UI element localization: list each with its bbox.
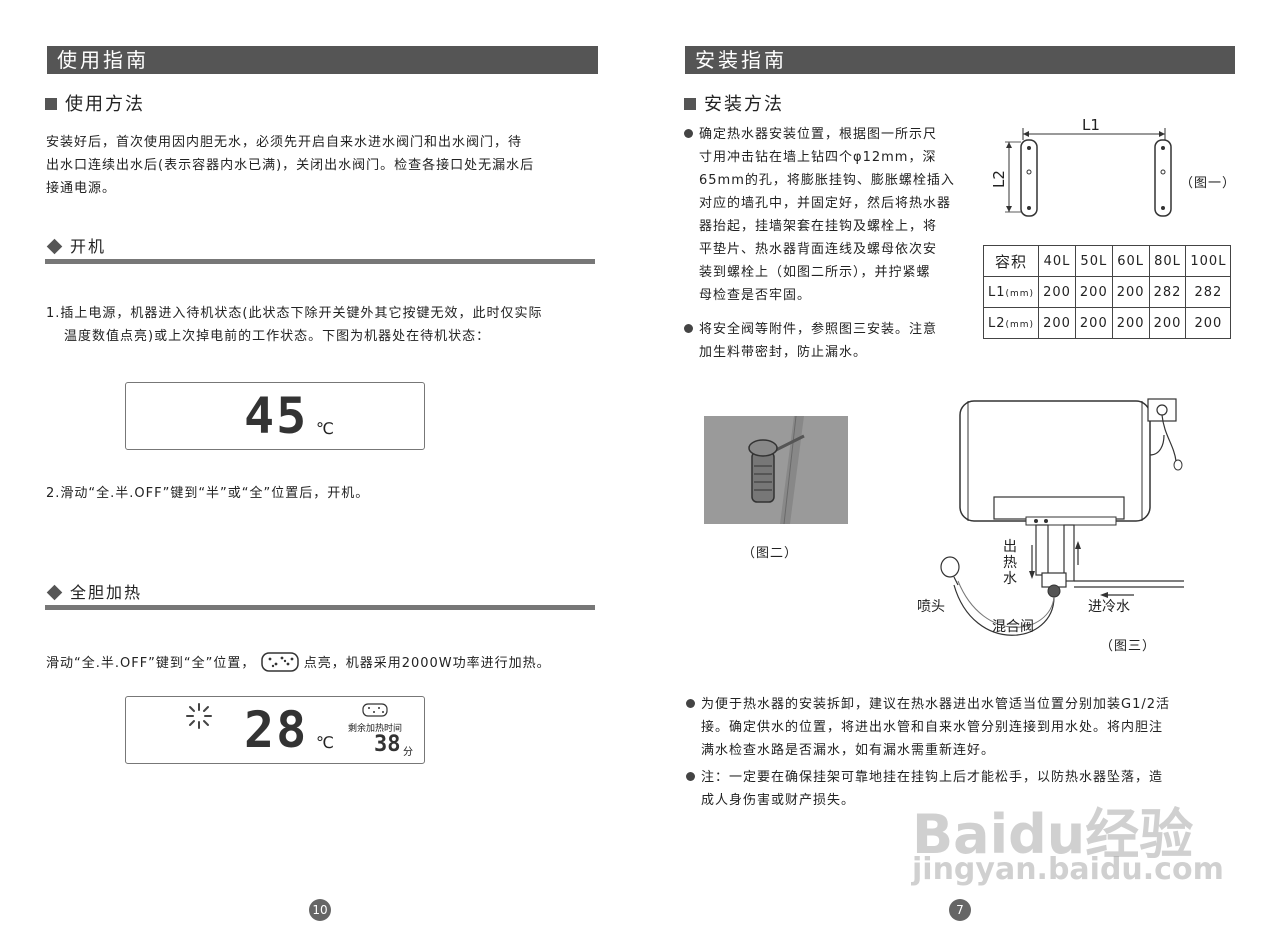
table-cell: 200 <box>1111 276 1150 308</box>
table-header-cell: 容积 <box>982 245 1040 277</box>
power-on-step2: 2.滑动“全.半.OFF”键到“半”或“全”位置后，开机。 <box>46 486 370 501</box>
fig1-l2-label: L2 <box>989 170 1008 188</box>
table-row: L1(mm) 200 200 200 282 282 <box>982 276 1232 308</box>
bullet-dot-icon <box>684 129 693 138</box>
install-method-heading: 安装方法 <box>684 90 784 116</box>
heating-element-icon <box>260 652 299 672</box>
baidu-watermark-url: jingyan.baidu.com <box>912 852 1224 887</box>
table-header-cell: 100L <box>1185 245 1232 277</box>
figure3-heater-installation <box>940 398 1184 636</box>
diamond-bullet-icon <box>46 584 63 601</box>
table-header-row: 容积 40L 50L 60L 80L 100L <box>982 245 1232 277</box>
table-row-label: L2(mm) <box>982 307 1040 339</box>
square-bullet-icon <box>45 98 57 110</box>
table-header-cell: 80L <box>1148 245 1187 277</box>
install-bullet-3: 为便于热水器的安装拆卸，建议在热水器进出水管适当位置分别加装G1/2活 接。确定… <box>686 693 1231 762</box>
heating-element-icon <box>362 703 388 717</box>
section-divider <box>45 259 595 264</box>
remaining-time-value: 38 <box>374 732 401 757</box>
table-header-cell: 40L <box>1038 245 1076 277</box>
power-on-step1: 1.插上电源，机器进入待机状态(此状态下除开关键外其它按键无效，此时仅实际 温度… <box>46 306 543 344</box>
table-cell: 200 <box>1038 276 1076 308</box>
baidu-watermark-logo: Baidu经验 <box>912 803 1194 866</box>
square-bullet-icon <box>684 98 696 110</box>
table-cell: 200 <box>1111 307 1150 339</box>
section-divider <box>45 605 595 610</box>
standby-display: 45 ℃ <box>125 382 425 450</box>
table-cell: 282 <box>1185 276 1232 308</box>
fig3-inlet-label: 进冷水 <box>1088 599 1130 615</box>
power-on-heading: 开机 <box>45 233 106 257</box>
fig3-shower-label: 喷头 <box>917 599 945 615</box>
celsius-unit: ℃ <box>316 733 334 752</box>
table-header-cell: 60L <box>1111 245 1150 277</box>
right-title-bar: 安装指南 <box>685 46 1235 74</box>
right-page-number: 7 <box>949 899 971 921</box>
remaining-time-label: 剩余加热时间 <box>348 724 403 734</box>
table-cell: 200 <box>1148 307 1187 339</box>
capacity-spec-table: 容积 40L 50L 60L 80L 100L L1(mm) 200 200 2… <box>982 245 1232 339</box>
table-cell: 200 <box>1185 307 1232 339</box>
fig3-outlet-label: 出热水 <box>1003 539 1017 587</box>
fig3-mixer-label: 混合阀 <box>992 619 1034 635</box>
table-cell: 200 <box>1038 307 1076 339</box>
fig3-caption: （图三） <box>1100 639 1157 654</box>
table-row: L2(mm) 200 200 200 200 200 <box>982 307 1232 339</box>
celsius-unit: ℃ <box>316 419 334 438</box>
full-heating-paragraph: 滑动“全.半.OFF”键到“全”位置， 点亮，机器采用2000W功率进行加热。 <box>46 652 606 675</box>
right-title: 安装指南 <box>695 48 787 72</box>
heating-indicator-icon <box>186 703 212 729</box>
remaining-time-unit: 分 <box>403 747 413 758</box>
usage-method-paragraph: 安装好后，首次使用因内胆无水，必须先开启自来水进水阀门和出水阀门，待 出水口连续… <box>46 135 535 196</box>
fig1-l1-label: L1 <box>1082 116 1100 134</box>
table-cell: 200 <box>1074 276 1113 308</box>
heating-display: 28 ℃ 剩余加热时间 38 分 <box>125 696 425 764</box>
install-bullet-1: 确定热水器安装位置，根据图一所示尺 寸用冲击钻在墙上钻四个φ12mm，深 65m… <box>684 123 969 307</box>
install-bullet-4: 注：一定要在确保挂架可靠地挂在挂钩上后才能松手，以防热水器坠落，造 成人身伤害或… <box>686 766 1231 812</box>
bullet-dot-icon <box>686 772 695 781</box>
standby-temperature: 45 <box>244 387 309 445</box>
fig2-caption: （图二） <box>742 546 799 561</box>
left-title-bar: 使用指南 <box>47 46 598 74</box>
bullet-dot-icon <box>686 699 695 708</box>
table-cell: 200 <box>1074 307 1113 339</box>
left-title: 使用指南 <box>57 48 149 72</box>
usage-method-heading: 使用方法 <box>45 90 145 116</box>
table-row-label: L1(mm) <box>982 276 1040 308</box>
full-heating-heading: 全胆加热 <box>45 579 142 603</box>
fig1-caption: （图一） <box>1180 176 1237 191</box>
figure1-bracket-diagram <box>1005 128 1172 217</box>
install-bullet-2: 将安全阀等附件，参照图三安装。注意 加生料带密封，防止漏水。 <box>684 318 969 364</box>
heating-temperature: 28 <box>244 701 309 759</box>
diamond-bullet-icon <box>46 238 63 255</box>
figure2-bolt-photo <box>704 416 848 524</box>
table-header-cell: 50L <box>1074 245 1113 277</box>
left-page-number: 10 <box>309 899 331 921</box>
table-cell: 282 <box>1148 276 1187 308</box>
bullet-dot-icon <box>684 324 693 333</box>
